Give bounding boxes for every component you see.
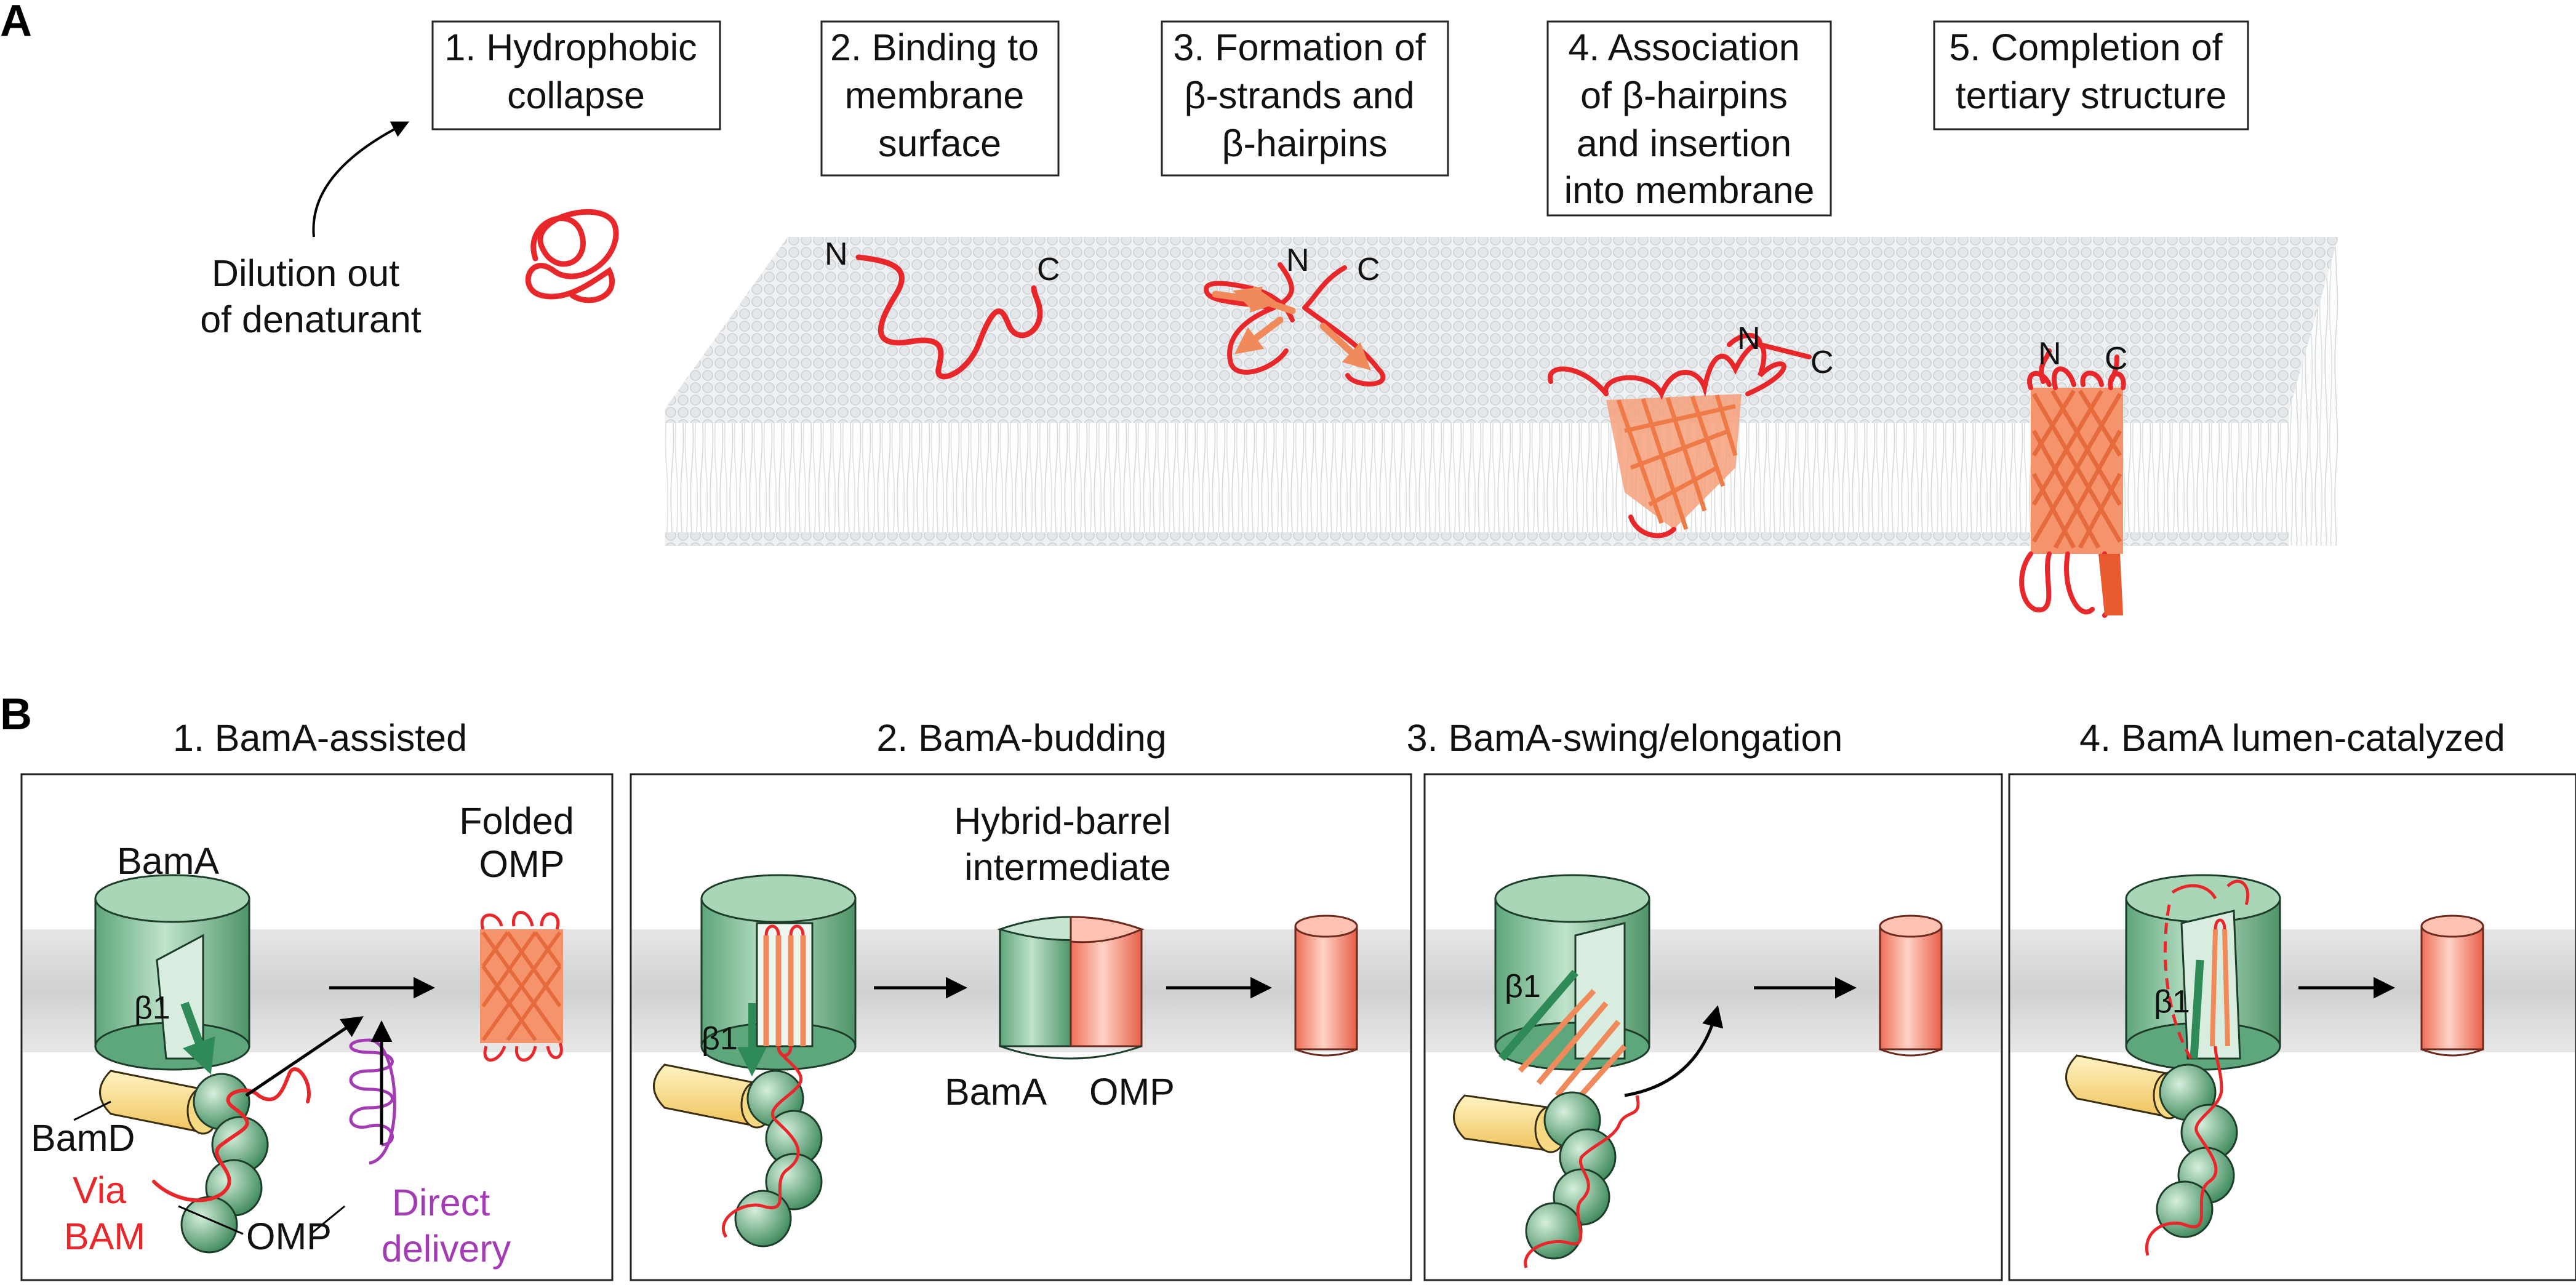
svg-text:1. Hydrophobic collapse: 1. Hydrophobic collapse bbox=[444, 26, 707, 116]
released-omp-model-2 bbox=[1294, 915, 1358, 1057]
via-bam-label: Via BAM bbox=[64, 1169, 145, 1257]
model-title-2: 2. BamA-budding bbox=[876, 717, 1166, 759]
svg-text:2. Binding to membrane: 2. Binding to membrane surface bbox=[830, 26, 1049, 164]
step-box-3: 3. Formation of β-strands and β-hairpins bbox=[1161, 20, 1449, 177]
hybrid-omp-label: OMP bbox=[1089, 1071, 1175, 1113]
model-title-1: 1. BamA-assisted bbox=[173, 717, 467, 759]
swing-arrow bbox=[1624, 1005, 1724, 1097]
svg-text:5. Completion of tertiar: 5. Completion of tertiary structure bbox=[1949, 26, 2233, 116]
folded-omp-label: Folded OMP bbox=[459, 800, 584, 885]
dilution-arrow bbox=[312, 121, 410, 238]
potra-domains-model-1 bbox=[180, 1073, 269, 1254]
partially-inserted-barrel: N C bbox=[1547, 321, 1834, 538]
svg-text:C: C bbox=[1357, 252, 1380, 287]
model-title-4: 4. BamA lumen-catalyzed bbox=[2079, 717, 2505, 759]
folded-barrel-in-membrane: N C bbox=[2019, 336, 2128, 618]
bam-to-omp-arrow bbox=[245, 1016, 364, 1097]
omp-chain-model-4 bbox=[2145, 1046, 2223, 1256]
omp-leader-line-2 bbox=[310, 1205, 345, 1235]
svg-text:C: C bbox=[1037, 252, 1060, 287]
omp-leader-line bbox=[178, 1205, 244, 1235]
bamd-leader-line bbox=[73, 1100, 111, 1121]
svg-text:3. Formation of β-strand: 3. Formation of β-strands and β-hairpins bbox=[1173, 26, 1436, 164]
svg-text:N: N bbox=[1286, 242, 1310, 278]
omp-chain-via-bam bbox=[152, 1067, 311, 1203]
direct-delivery-label: Direct delivery bbox=[382, 1182, 511, 1270]
svg-text:N: N bbox=[825, 236, 848, 272]
released-omp-model-3 bbox=[1879, 915, 1943, 1057]
hybrid-label: Hybrid-barrel intermediate bbox=[954, 800, 1182, 888]
beta1-label-1: β1 bbox=[134, 990, 170, 1026]
released-omp-model-4 bbox=[2420, 915, 2484, 1057]
hybrid-barrel bbox=[997, 916, 1145, 1060]
beta1-label-4: β1 bbox=[2154, 984, 2190, 1020]
svg-text:C: C bbox=[2105, 341, 2128, 377]
step-box-5: 5. Completion of tertiary structure bbox=[1933, 20, 2249, 130]
panel-a-letter: A bbox=[0, 0, 32, 46]
model-title-3: 3. BamA-swing/elongation bbox=[1407, 717, 1843, 759]
folded-omp-model-1 bbox=[480, 911, 563, 1062]
svg-text:N: N bbox=[1737, 321, 1761, 356]
dilution-label: Dilution out of denaturant bbox=[200, 252, 422, 340]
bamd-label: BamD bbox=[31, 1117, 135, 1159]
bama-barrel-model-4 bbox=[2125, 874, 2281, 1071]
step-box-4: 4. Association of β-hairpins and inserti… bbox=[1546, 20, 1832, 217]
omp-label: OMP bbox=[246, 1215, 332, 1257]
direct-delivery-chain bbox=[349, 1038, 396, 1165]
svg-text:4. Association of β-hair: 4. Association of β-hairpins and inserti… bbox=[1564, 26, 1815, 211]
beta-hairpins-on-surface: N C bbox=[1203, 242, 1386, 386]
bama-barrel-model-3 bbox=[1494, 874, 1650, 1103]
omp-chain-model-2 bbox=[721, 1048, 803, 1238]
step-box-1: 1. Hydrophobic collapse bbox=[431, 20, 721, 130]
unfolded-chain-on-surface: N C bbox=[825, 236, 1060, 380]
svg-text:N: N bbox=[2038, 336, 2062, 372]
omp-chain-model-3 bbox=[1524, 1095, 1640, 1268]
step-box-2: 2. Binding to membrane surface bbox=[820, 20, 1060, 177]
bama-label-1: BamA bbox=[117, 840, 219, 882]
svg-text:C: C bbox=[1810, 345, 1834, 380]
beta1-label-3: β1 bbox=[1505, 969, 1541, 1004]
panel-b-letter: B bbox=[0, 690, 32, 739]
bama-barrel-model-1 bbox=[94, 874, 250, 1075]
bama-beta1-label-2: β1 bbox=[702, 1021, 738, 1057]
model-panel-4 bbox=[2008, 773, 2576, 1281]
collapsed-chain bbox=[525, 209, 619, 303]
hybrid-bama-label: BamA bbox=[945, 1071, 1047, 1113]
